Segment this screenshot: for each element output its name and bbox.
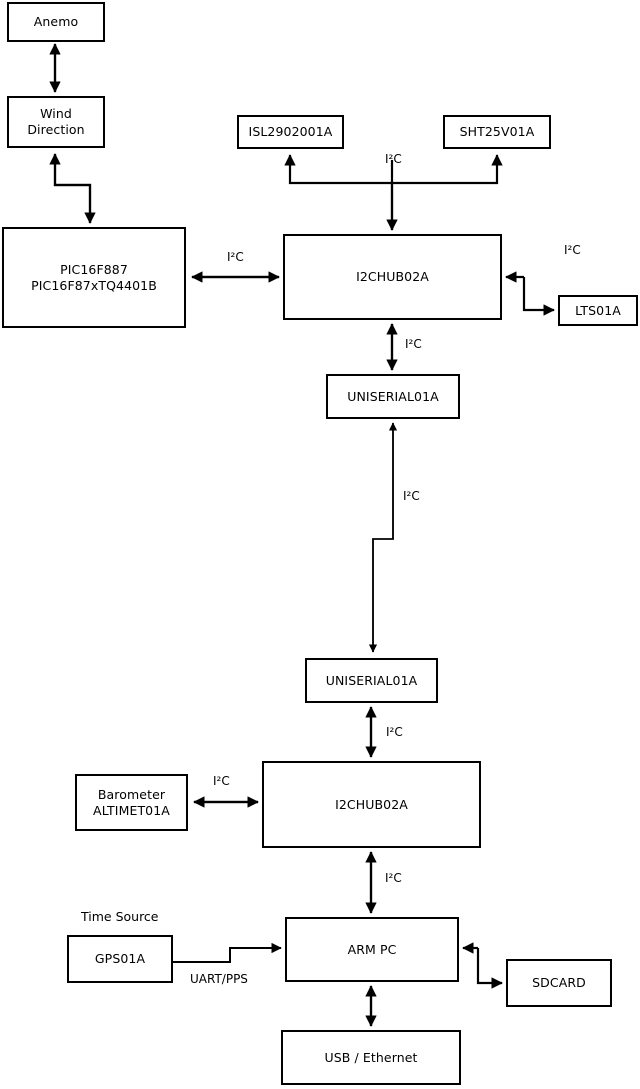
edge-uniserial-link	[368, 422, 398, 653]
node-pic-mcu[interactable]: PIC16F887 PIC16F87xTQ4401B	[2, 227, 186, 328]
edge-pic-wind	[49, 153, 96, 224]
edge-label-gps-to-arm: UART/PPS	[190, 972, 248, 986]
edge-label-hub-to-lts: I²C	[564, 243, 581, 257]
node-i2chub02a-bottom[interactable]: I2CHUB02A	[262, 761, 481, 848]
node-wind-direction[interactable]: Wind Direction	[7, 96, 105, 148]
label-time-source: Time Source	[81, 909, 159, 924]
edge-hub-sensors	[284, 154, 503, 231]
edge-label-hub-to-uniserial: I²C	[405, 337, 422, 351]
edge-label-uniserial-link: I²C	[403, 489, 420, 503]
node-barometer-altimet01a-label: Barometer ALTIMET01A	[93, 786, 170, 818]
edge-hub-lts	[505, 271, 555, 316]
node-usb-ethernet[interactable]: USB / Ethernet	[281, 1030, 461, 1085]
node-wind-direction-label: Wind Direction	[27, 106, 85, 137]
node-sht25v01a-label: SHT25V01A	[459, 124, 535, 140]
node-pic-mcu-label: PIC16F887 PIC16F87xTQ4401B	[31, 261, 157, 293]
edge-gps-arm	[173, 942, 282, 963]
edge-label-uniserial-to-hub2: I²C	[386, 725, 403, 739]
node-uniserial01a-top[interactable]: UNISERIAL01A	[326, 374, 460, 419]
node-sdcard-label: SDCARD	[532, 975, 586, 991]
node-arm-pc-label: ARM PC	[347, 941, 397, 957]
node-isl2902001a-label: ISL2902001A	[248, 124, 333, 140]
node-usb-ethernet-label: USB / Ethernet	[324, 1049, 418, 1065]
node-uniserial01a-bottom[interactable]: UNISERIAL01A	[305, 658, 438, 703]
edge-label-barometer-to-hub2: I²C	[213, 774, 230, 788]
node-gps01a-label: GPS01A	[94, 951, 146, 967]
node-lts01a[interactable]: LTS01A	[558, 295, 638, 326]
node-i2chub02a-bottom-label: I2CHUB02A	[335, 796, 408, 812]
node-i2chub02a-top[interactable]: I2CHUB02A	[283, 234, 502, 320]
node-lts01a-label: LTS01A	[575, 302, 621, 318]
node-gps01a[interactable]: GPS01A	[67, 935, 173, 983]
node-i2chub02a-top-label: I2CHUB02A	[356, 269, 429, 285]
node-barometer-altimet01a[interactable]: Barometer ALTIMET01A	[75, 774, 188, 831]
node-uniserial01a-top-label: UNISERIAL01A	[347, 388, 439, 404]
edge-label-hub2-to-arm: I²C	[385, 871, 402, 885]
edge-arm-sdcard	[462, 942, 503, 989]
edge-label-pic-to-hub: I²C	[227, 250, 244, 264]
node-anemo-label: Anemo	[33, 14, 79, 30]
node-arm-pc[interactable]: ARM PC	[285, 917, 459, 982]
edge-label-hub-to-sensors: I²C	[385, 152, 402, 166]
node-sdcard[interactable]: SDCARD	[506, 959, 612, 1007]
node-sht25v01a[interactable]: SHT25V01A	[443, 115, 551, 149]
node-anemo[interactable]: Anemo	[7, 2, 105, 42]
node-isl2902001a[interactable]: ISL2902001A	[237, 115, 344, 149]
node-uniserial01a-bottom-label: UNISERIAL01A	[325, 672, 418, 688]
